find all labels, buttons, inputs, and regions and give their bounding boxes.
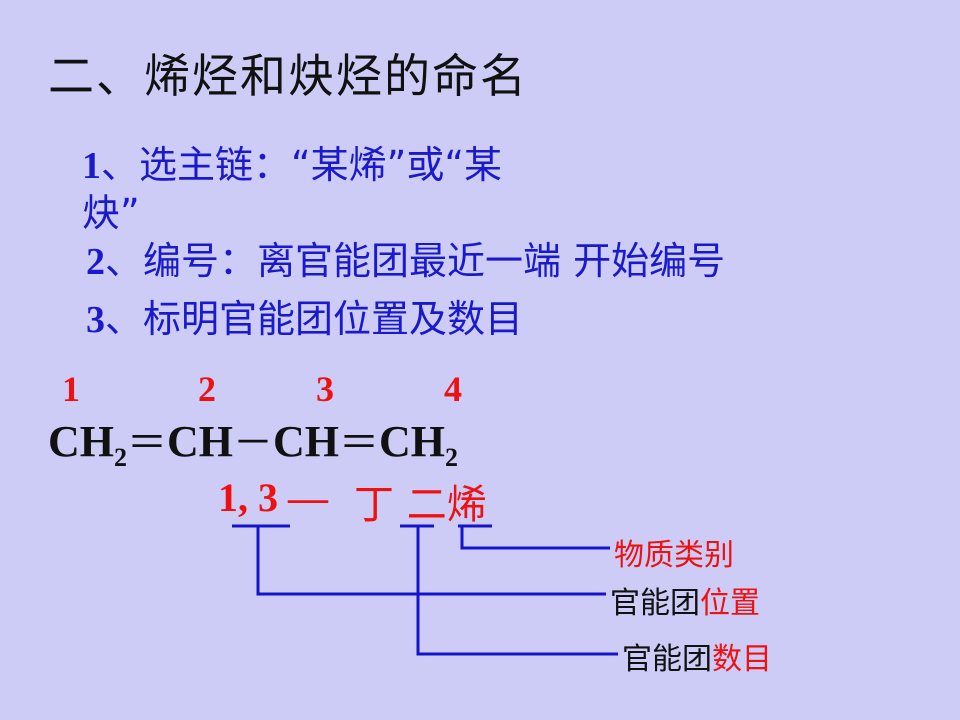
label-position: 官能团位置 [610, 578, 760, 622]
compound-name-positions: 1, 3 — [218, 474, 328, 521]
label-count: 官能团数目 [622, 634, 772, 678]
carbon-number-2: 2 [198, 369, 216, 409]
double-bond-2: ＝ [339, 420, 379, 466]
rule-2-text: 、编号：离官能团最近一端 开始编号 [105, 239, 726, 283]
bracket-count [416, 526, 618, 656]
label-count-prefix: 官能团 [622, 642, 712, 677]
bracket-position [256, 526, 606, 596]
position-numbers: 1, 3 [218, 475, 278, 520]
structural-formula: CH2＝CH－CH＝CH2 [48, 410, 458, 473]
carbon-number-1: 1 [62, 369, 80, 409]
label-position-prefix: 官能团 [610, 586, 700, 621]
formula-carbon-2: CH [167, 417, 233, 466]
rule-3-number: 3 [86, 299, 105, 341]
rule-1: 1、选主链：“某烯”或“某 [82, 134, 502, 189]
rule-2: 2、编号：离官能团最近一端 开始编号 [86, 230, 725, 285]
name-dash: — [288, 475, 328, 520]
formula-subscript-1: 2 [114, 443, 127, 472]
formula-carbon-3: CH [273, 417, 339, 466]
single-bond: － [233, 420, 273, 466]
double-bond-1: ＝ [127, 420, 167, 466]
label-position-suffix: 位置 [700, 586, 760, 621]
carbon-number-3: 3 [316, 369, 334, 409]
label-category: 物质类别 [614, 538, 734, 573]
rule-1-continuation: 炔” [82, 191, 140, 235]
formula-carbon-4: CH [379, 417, 445, 466]
rule-1-text: 、选主链：“某烯”或“某 [101, 143, 503, 187]
rule-1-number: 1 [82, 145, 101, 187]
bracket-category [460, 526, 610, 550]
rule-2-number: 2 [86, 241, 105, 283]
formula-carbon-1: CH [48, 417, 114, 466]
slide-title: 二、烯烃和炔烃的命名 [48, 49, 528, 103]
compound-name-words: 丁 二烯 [354, 482, 487, 528]
formula-subscript-4: 2 [445, 443, 458, 472]
carbon-number-4: 4 [444, 369, 462, 409]
rule-3-text: 、标明官能团位置及数目 [105, 297, 524, 341]
label-count-suffix: 数目 [712, 642, 772, 677]
rule-3: 3、标明官能团位置及数目 [86, 288, 523, 343]
